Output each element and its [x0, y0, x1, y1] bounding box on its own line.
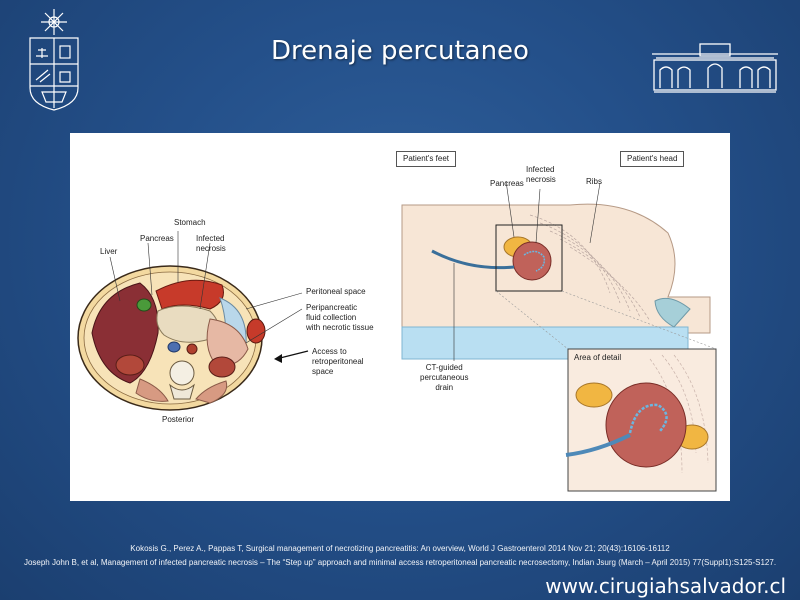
label-peripancreatic-collection: Peripancreatic fluid collection with nec… — [306, 303, 374, 332]
label-pancreas-right: Pancreas — [490, 179, 524, 188]
label-posterior: Posterior — [162, 415, 195, 424]
label-patients-head: Patient's head — [620, 151, 685, 167]
reference-2: Joseph John B, et al, Management of infe… — [23, 558, 777, 567]
figure-illustration — [77, 180, 717, 492]
sagittal-diagram — [401, 180, 717, 492]
axial-cross-section-diagram — [77, 231, 309, 411]
building-logo — [652, 42, 778, 94]
label-pancreas: Pancreas — [140, 234, 174, 243]
university-crest-logo — [22, 8, 86, 112]
label-patients-feet: Patient's feet — [396, 151, 456, 167]
label-access-retroperitoneal: Access to retroperitoneal space — [312, 347, 364, 376]
label-infected-necrosis-right: Infected necrosis — [526, 165, 556, 184]
reference-1: Kokosis G., Perez A., Pappas T, Surgical… — [130, 544, 670, 553]
label-stomach: Stomach — [174, 218, 206, 227]
slide-title: Drenaje percutaneo — [271, 36, 529, 66]
label-ribs: Ribs — [586, 177, 603, 186]
website-url: www.cirugiahsalvador.cl — [545, 574, 786, 598]
label-infected-necrosis: Infected necrosis — [196, 234, 226, 253]
label-liver: Liver — [100, 247, 118, 256]
label-area-of-detail: Area of detail — [574, 353, 622, 362]
figure-panel: Stomach Liver Pancreas Infected necrosis… — [70, 133, 730, 501]
label-peritoneal-space: Peritoneal space — [306, 287, 366, 296]
label-ct-guided-drain: CT-guided percutaneous drain — [420, 363, 469, 392]
